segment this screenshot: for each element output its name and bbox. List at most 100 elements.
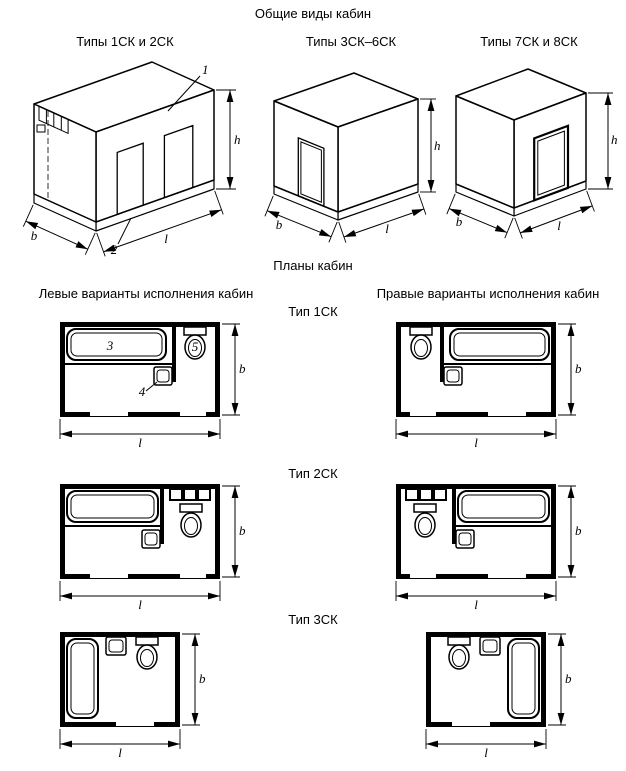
sink — [105, 636, 127, 656]
toilet — [413, 503, 437, 538]
dimension-l: l — [338, 193, 427, 243]
walls — [396, 322, 556, 417]
dim-b-label: b — [199, 671, 206, 686]
toilet — [135, 636, 159, 670]
figure-caption-2: Типы 3СК–6СК — [305, 34, 397, 49]
right-variants-header: Правые варианты исполнения кабин — [376, 286, 600, 301]
door-openings — [116, 124, 193, 216]
cabin-structure — [60, 632, 180, 727]
dimension-h: h — [215, 89, 241, 190]
sink — [141, 529, 161, 549]
page-title: Общие виды кабин — [254, 6, 372, 21]
walls — [396, 484, 556, 579]
bathtub — [66, 328, 167, 361]
dimension-h: h — [420, 98, 441, 193]
cabin-box — [455, 68, 587, 217]
dimension-b: b — [446, 193, 514, 239]
ventilation-blocks — [405, 488, 447, 501]
dim-h-label: h — [434, 138, 441, 153]
dim-b-label: b — [276, 217, 283, 232]
general-view-1-drawing: 1 2 h b l — [22, 61, 241, 257]
dimension-l: l — [95, 190, 224, 257]
general-view-2-drawing: h b l — [264, 72, 441, 243]
ventilation-blocks — [169, 488, 211, 501]
dim-h-label: h — [234, 132, 241, 147]
cabin-structure-mirrored — [426, 632, 546, 727]
callout-3-label: 3 — [106, 338, 114, 353]
dim-b-label: b — [575, 523, 582, 538]
bathtub — [66, 490, 159, 523]
left-variants-header: Левые варианты исполнения кабин — [38, 286, 254, 301]
dim-l-label: l — [557, 218, 561, 233]
general-view-3-drawing: h b l — [446, 68, 618, 239]
dim-h-label: h — [611, 132, 618, 147]
cabin-structure — [60, 484, 220, 579]
ventilation-grille-icon — [36, 105, 69, 135]
plan-2sk-right: b l — [395, 484, 582, 610]
dim-l-label: l — [474, 435, 478, 448]
dimension-b: b — [22, 204, 96, 255]
dimension-l: l — [395, 419, 557, 448]
dimension-h: h — [588, 92, 618, 190]
type-label-1sk: Тип 1СК — [288, 304, 338, 319]
dim-l-label: l — [138, 435, 142, 448]
toilet — [447, 636, 471, 670]
type-label-3sk: Тип 3СК — [288, 612, 338, 627]
general-view-1: Типы 1СК и 2СК — [4, 34, 246, 259]
sink — [443, 366, 463, 386]
dimension-b: b — [222, 485, 246, 578]
plans-section-title: Планы кабин — [273, 258, 353, 273]
dimension-b: b — [548, 633, 572, 726]
dimension-l: l — [59, 581, 221, 610]
cabin-structure-mirrored — [396, 484, 556, 579]
callout-4: 4 — [139, 381, 158, 399]
dimension-l: l — [425, 729, 547, 758]
figure-caption-3: Типы 7СК и 8СК — [480, 34, 578, 49]
dimension-l: l — [514, 190, 595, 239]
general-view-2: Типы 3СК–6СК h — [256, 34, 446, 247]
dim-b-label: b — [239, 361, 246, 376]
toilet — [409, 326, 433, 360]
walls — [60, 322, 220, 417]
walls — [60, 632, 180, 727]
dim-l-label: l — [474, 597, 478, 610]
plan-3sk-right: b l — [425, 632, 572, 758]
general-view-3: Типы 7СК и 8СК h — [434, 34, 624, 245]
door-opening — [533, 124, 570, 202]
dimension-l: l — [59, 419, 221, 448]
plan-2sk-left: b l — [59, 484, 246, 610]
dimension-b: b — [558, 323, 582, 416]
bathtub — [507, 638, 540, 719]
callout-4-label: 4 — [139, 384, 146, 399]
cabin-box — [32, 61, 215, 232]
callout-2-label: 2 — [110, 242, 117, 257]
cabin-box — [273, 72, 419, 221]
dimension-l: l — [395, 581, 557, 610]
dimension-b: b — [264, 195, 338, 243]
dim-l-label: l — [385, 221, 389, 236]
sink — [479, 636, 501, 656]
plan-1sk-left: 3 4 5 b l — [59, 322, 246, 448]
dim-b-label: b — [456, 214, 463, 229]
plan-1sk-right: b l — [395, 322, 582, 448]
dim-l-label: l — [138, 597, 142, 610]
dimension-b: b — [558, 485, 582, 578]
callout-1-label: 1 — [202, 62, 209, 77]
dim-b-label: b — [575, 361, 582, 376]
dimension-b: b — [222, 323, 246, 416]
callout-5-label: 5 — [192, 339, 199, 354]
bathtub — [449, 328, 550, 361]
cabin-structure-mirrored — [396, 322, 556, 417]
dimension-b: b — [182, 633, 206, 726]
walls — [60, 484, 220, 579]
dim-b-label: b — [239, 523, 246, 538]
dim-b-label: b — [30, 228, 37, 243]
type-label-2sk: Тип 2СК — [288, 466, 338, 481]
dim-l-label: l — [484, 745, 488, 758]
figure-caption-1: Типы 1СК и 2СК — [76, 34, 174, 49]
door-opening — [297, 136, 325, 208]
cabin-structure — [60, 322, 220, 417]
toilet — [179, 503, 203, 538]
bathtub — [66, 638, 99, 719]
